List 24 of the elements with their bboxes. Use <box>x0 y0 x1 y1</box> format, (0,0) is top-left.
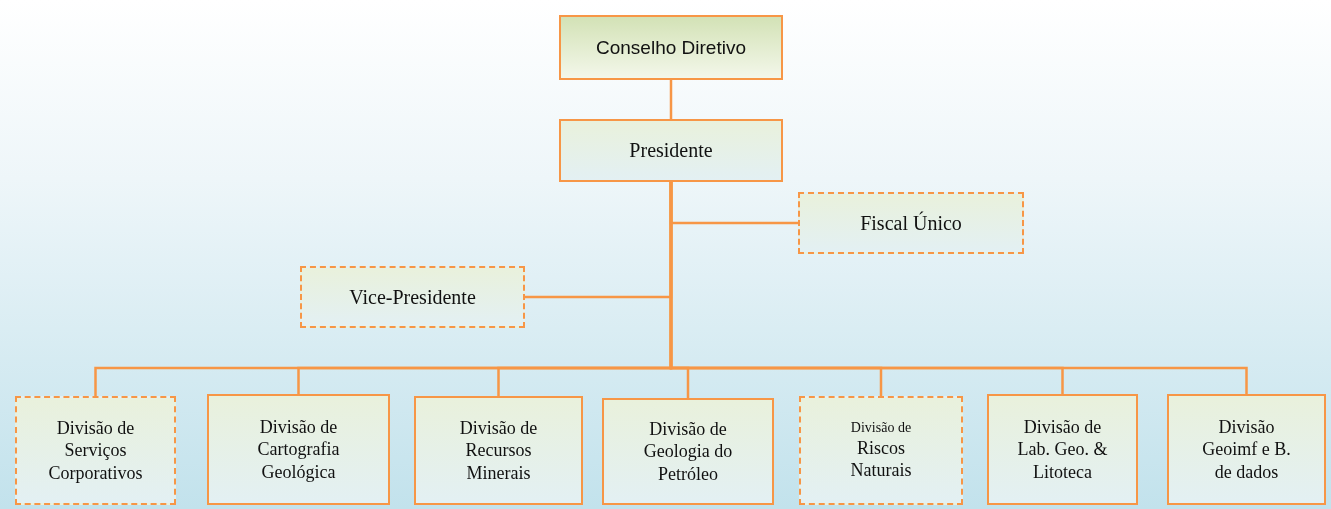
box-label: Divisão de <box>849 419 913 437</box>
dashed-box <box>799 396 963 505</box>
connector-line <box>669 80 673 119</box>
box-label: Divisão Geoimf e B. de dados <box>1201 415 1292 484</box>
box-label: Conselho Diretivo <box>595 35 747 60</box>
box-label: Presidente <box>628 138 714 163</box>
dashed-box <box>300 266 525 328</box>
org-box <box>207 394 390 505</box>
box-label: Divisão de Geologia do Petróleo <box>642 417 734 486</box>
box-label: Divisão de Serviços Corporativos <box>47 416 144 485</box>
org-box <box>1167 394 1326 505</box>
box-label: Riscos Naturais <box>849 436 913 482</box>
box-label: Divisão de Cartografia Geológica <box>256 415 341 484</box>
box-label: Fiscal Único <box>859 210 963 236</box>
box-label: Divisão de Lab. Geo. & Litoteca <box>1016 415 1109 484</box>
org-box <box>414 396 583 505</box>
org-box <box>987 394 1138 505</box>
org-box <box>559 119 783 182</box>
org-box <box>559 15 783 80</box>
box-label: Vice-Presidente <box>348 284 477 310</box>
dashed-box <box>15 396 176 505</box>
dashed-box <box>798 192 1024 254</box>
org-box <box>602 398 774 505</box>
box-label: Divisão de Recursos Minerais <box>458 416 539 485</box>
